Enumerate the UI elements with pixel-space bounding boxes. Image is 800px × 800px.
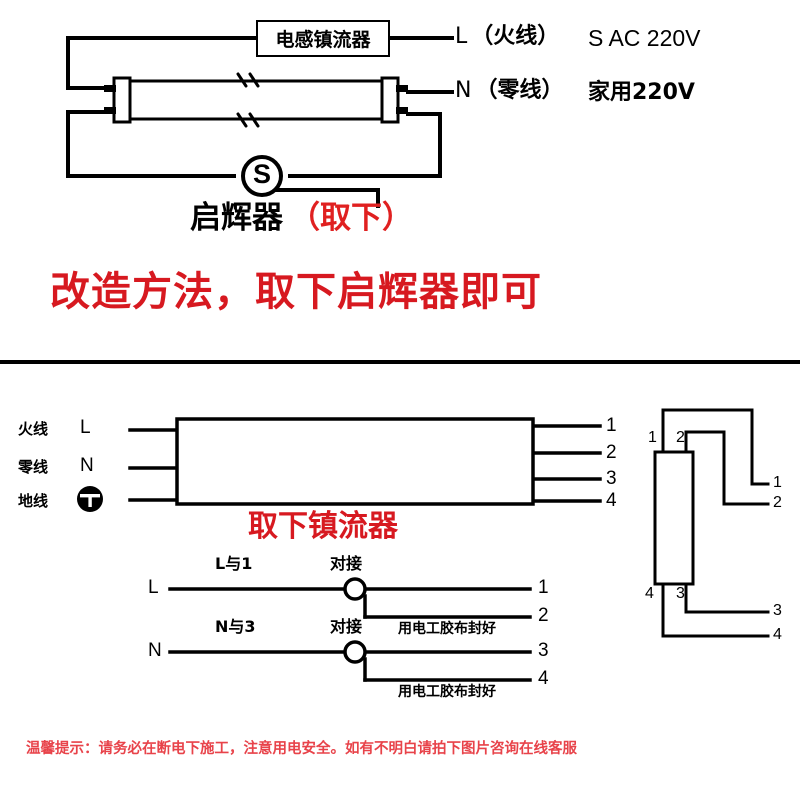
fluorescent-tube	[100, 72, 412, 128]
bottom-wiring-svg	[128, 408, 770, 682]
conn-junction-N: 对接	[330, 617, 363, 636]
starter-caption-red: （取下）	[289, 200, 413, 236]
supply-voltage-home: 家用220V	[588, 80, 695, 105]
tube-glass	[124, 79, 388, 121]
neutral-code: N	[455, 78, 472, 103]
tube-pin-left-top	[104, 85, 116, 92]
starter-s-letter: S	[252, 159, 271, 189]
vertical-tube-body	[653, 450, 695, 586]
section-divider	[0, 360, 800, 364]
conn-source-N: N	[148, 640, 162, 661]
conn-tape-note-L: 用电工胶布封好	[398, 621, 496, 637]
live-cn-label: 火线	[18, 420, 49, 438]
output-num-2: 2	[606, 442, 617, 463]
inductive-ballast-box: 电感镇流器	[256, 20, 390, 57]
conn-title-L1: L与1	[215, 554, 253, 573]
output-num-3: 3	[606, 468, 617, 489]
tube-terminal-bottom-right: 3	[676, 585, 685, 602]
starter-circle	[241, 155, 283, 197]
conn-source-L: L	[148, 577, 159, 598]
conn-title-N3: N与3	[215, 617, 256, 636]
junction-node-L	[343, 577, 367, 601]
junction-node-N	[343, 640, 367, 664]
remove-ballast-subtitle: 取下镇流器	[248, 509, 398, 544]
tube-cap-left	[112, 76, 132, 124]
tube-terminal-top-left: 1	[648, 429, 657, 446]
tube-lead-label-3: 3	[773, 602, 782, 619]
tube-terminal-top-right: 2	[676, 429, 685, 446]
neutral-wire-label: N（零线）	[455, 80, 563, 102]
bottom-diagram-section: 火线 L 零线 N 地线 1 2 3 4 取下镇流器 L L与1 对接 用电工胶…	[0, 364, 800, 800]
live-name: （火线）	[471, 24, 560, 49]
live-code: L	[455, 24, 468, 49]
conn-target-3: 3	[538, 640, 549, 661]
tube-break-marks	[236, 72, 260, 128]
conn-target-4: 4	[538, 668, 549, 689]
starter-caption: 启辉器（取下）	[190, 203, 413, 234]
output-num-1: 1	[606, 415, 617, 436]
tube-pin-right-bottom	[396, 107, 408, 114]
conn-tape-note-N: 用电工胶布封好	[398, 684, 496, 700]
conn-target-1: 1	[538, 577, 549, 598]
starter-caption-black: 启辉器	[190, 200, 283, 236]
tube-lead-label-2: 2	[773, 494, 782, 511]
tube-terminal-bottom-left: 4	[645, 585, 654, 602]
top-wiring-svg	[66, 36, 454, 208]
neutral-cn-label: 零线	[18, 458, 49, 476]
tube-lead-label-4: 4	[773, 626, 782, 643]
headline-method: 改造方法，取下启辉器即可	[50, 269, 542, 315]
conn-target-2: 2	[538, 605, 549, 626]
neutral-name: （零线）	[475, 78, 564, 103]
live-code-label: L	[80, 417, 91, 438]
tube-svg	[104, 72, 408, 128]
ground-cn-label: 地线	[18, 492, 49, 510]
tube-lead-label-1: 1	[773, 474, 782, 491]
footer-safety-note: 温馨提示：请务必在断电下施工，注意用电安全。如有不明白请拍下图片咨询在线客服	[26, 741, 577, 757]
ballast-block	[175, 417, 535, 506]
tube-cap-right	[380, 76, 400, 124]
tube-pin-left-bottom	[104, 107, 116, 114]
output-num-4: 4	[606, 490, 617, 511]
inductive-ballast-label: 电感镇流器	[275, 29, 371, 51]
conn-junction-L: 对接	[330, 554, 363, 573]
tube-pin-right-top	[396, 85, 408, 92]
top-diagram-section: S 电感镇流器	[0, 0, 800, 362]
supply-voltage-ac: S AC 220V	[588, 25, 701, 51]
neutral-code-label: N	[80, 455, 94, 476]
ground-symbol-icon	[77, 486, 103, 512]
starter-symbol-group	[241, 155, 283, 197]
live-wire-label: L（火线）	[455, 26, 559, 48]
